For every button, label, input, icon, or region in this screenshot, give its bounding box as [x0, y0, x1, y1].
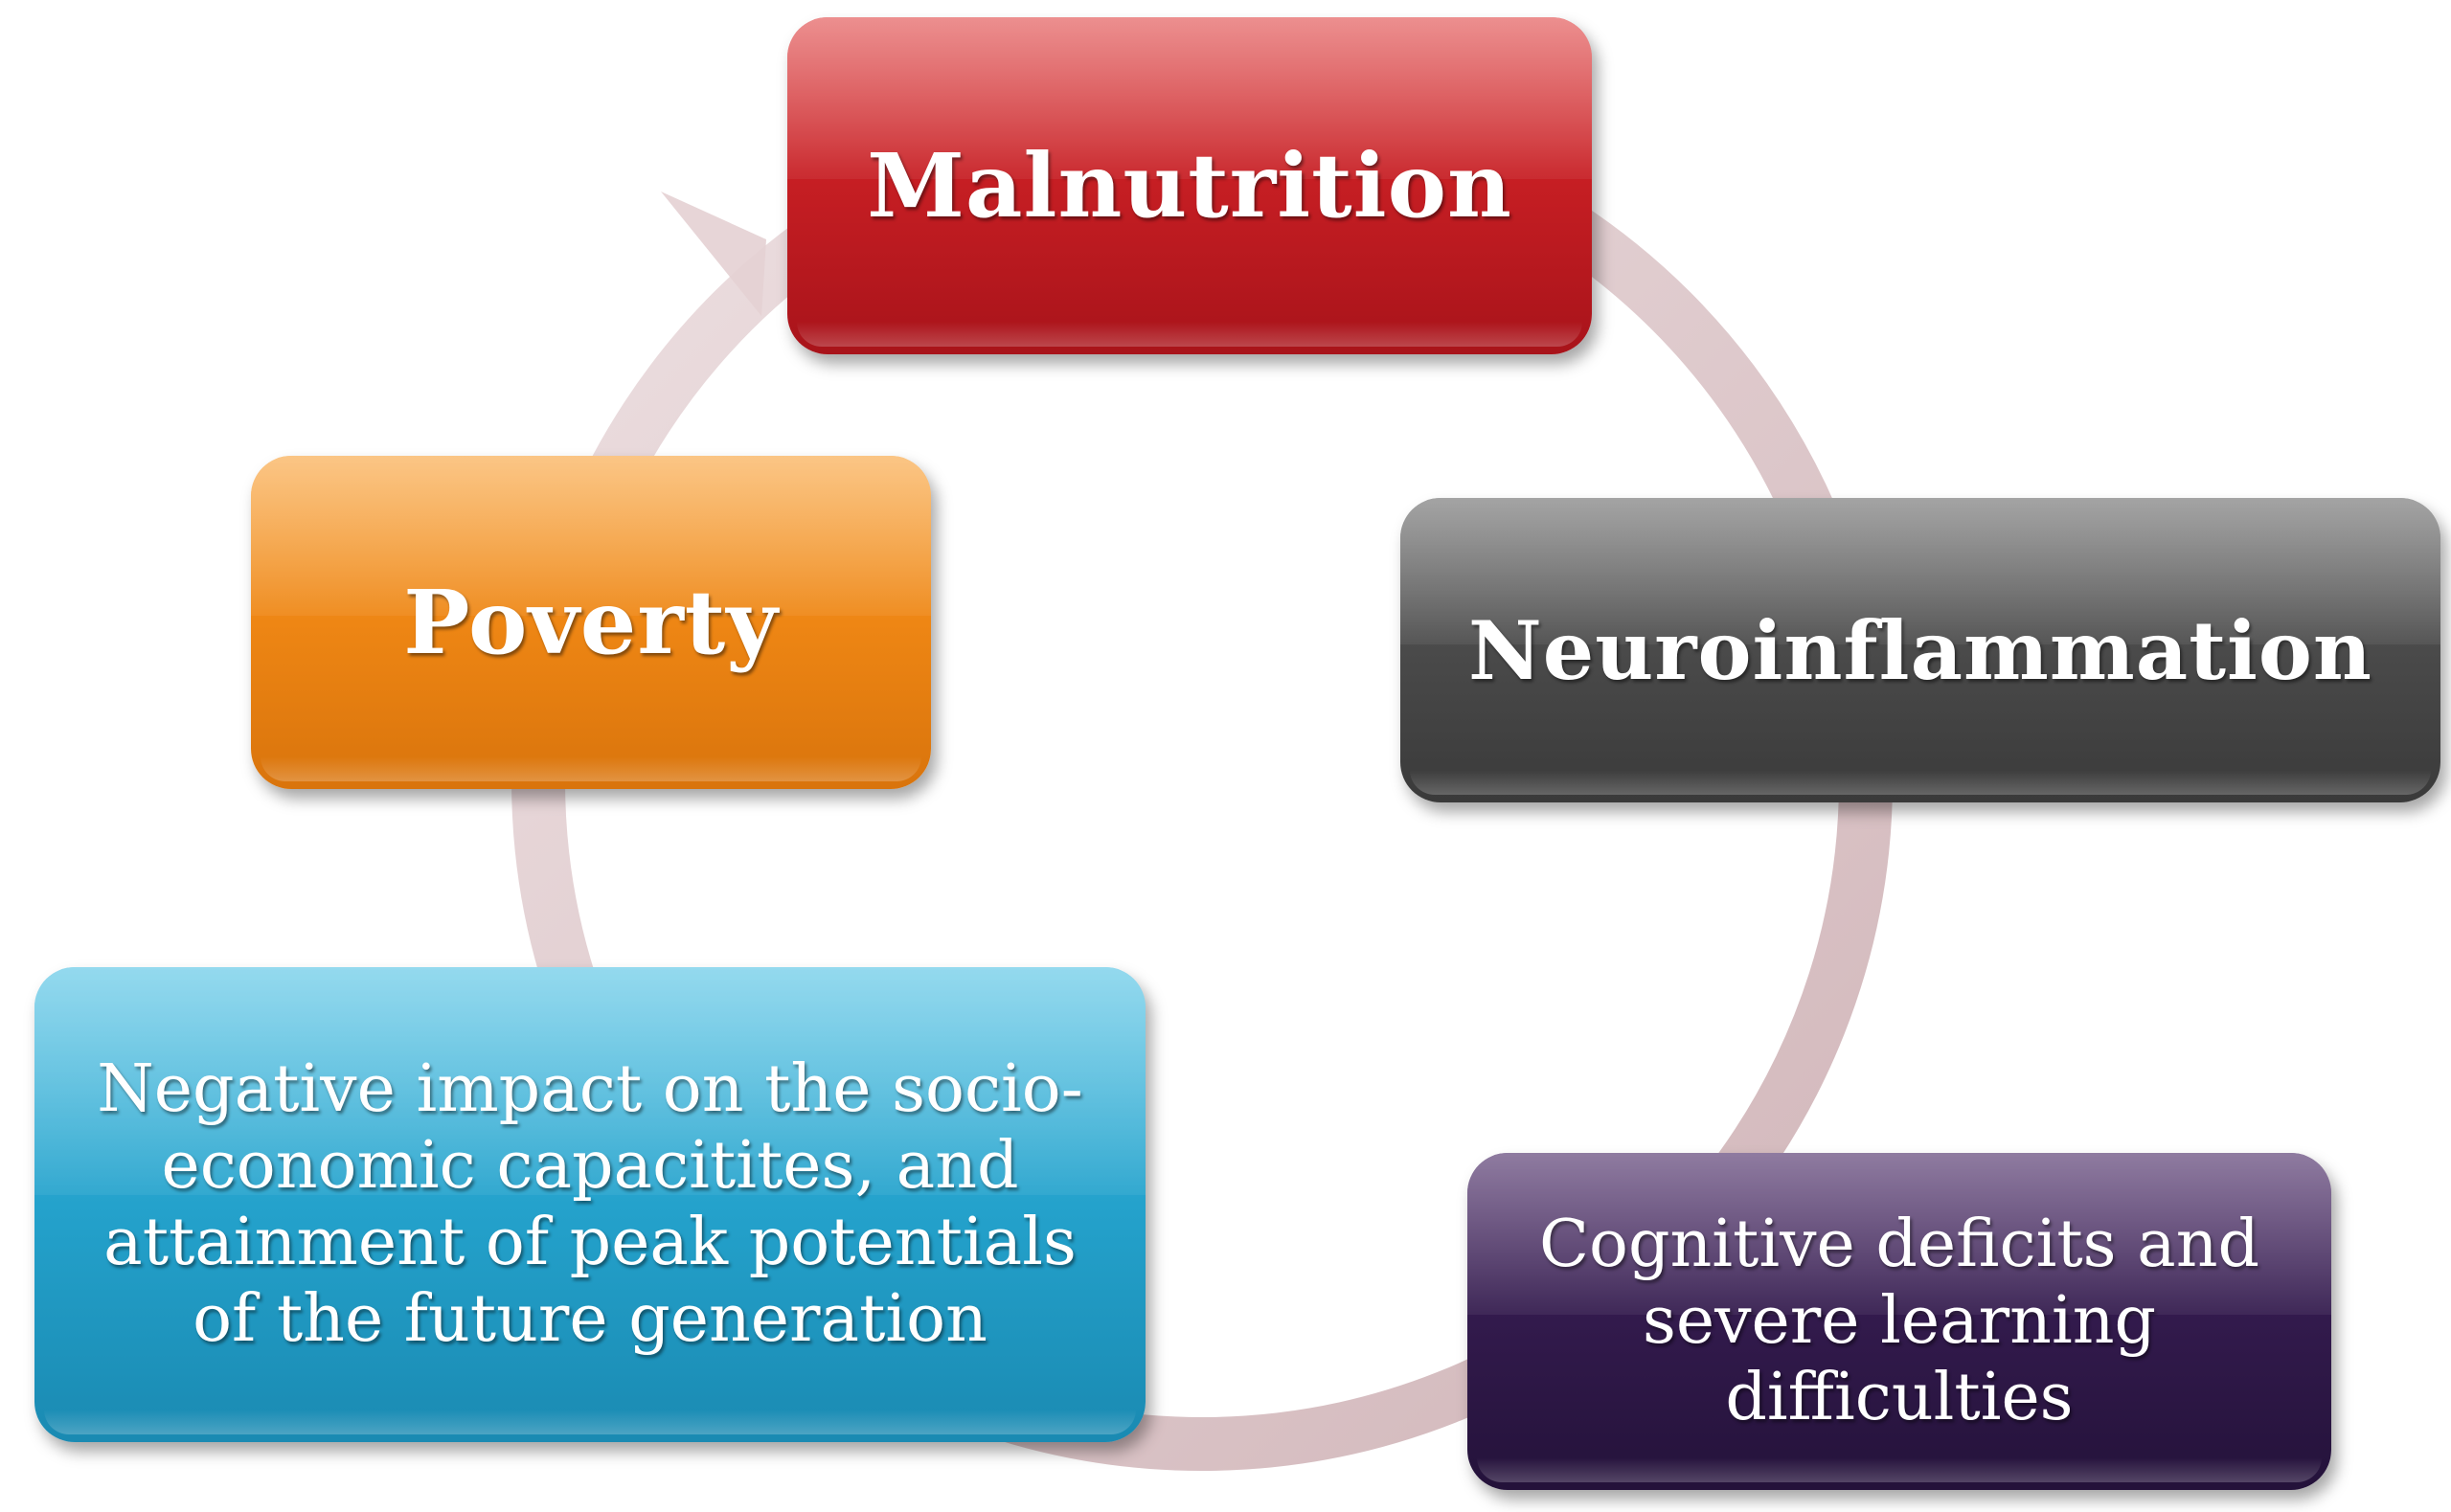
node-cognitive-deficits: Cognitive deficits and severe learning d… — [1467, 1153, 2331, 1490]
node-cognitive-line: severe learning — [1642, 1282, 2157, 1359]
node-neuroinflammation-label: Neuroinflammation — [1467, 602, 2373, 698]
node-negative-line: attainment of peak potentials — [103, 1205, 1077, 1280]
node-negative-line: of the future generation — [193, 1281, 987, 1358]
node-negative-impact-label: Negative impact on the socio- economic c… — [58, 1051, 1121, 1359]
node-negative-line: economic capacitites, and — [161, 1127, 1019, 1204]
node-cognitive-deficits-label: Cognitive deficits and severe learning d… — [1501, 1207, 2298, 1437]
node-neuroinflammation: Neuroinflammation — [1400, 498, 2440, 802]
node-malnutrition-label: Malnutrition — [867, 134, 1512, 237]
node-negative-line: Negative impact on the socio- — [97, 1050, 1083, 1127]
node-negative-impact: Negative impact on the socio- economic c… — [34, 967, 1146, 1442]
node-cognitive-line: difficulties — [1725, 1360, 2074, 1436]
node-poverty-label: Poverty — [403, 571, 779, 674]
node-cognitive-line: Cognitive deficits and — [1538, 1206, 2260, 1282]
node-poverty: Poverty — [251, 456, 931, 789]
cycle-arrow-head — [661, 192, 766, 316]
node-malnutrition: Malnutrition — [787, 17, 1592, 354]
